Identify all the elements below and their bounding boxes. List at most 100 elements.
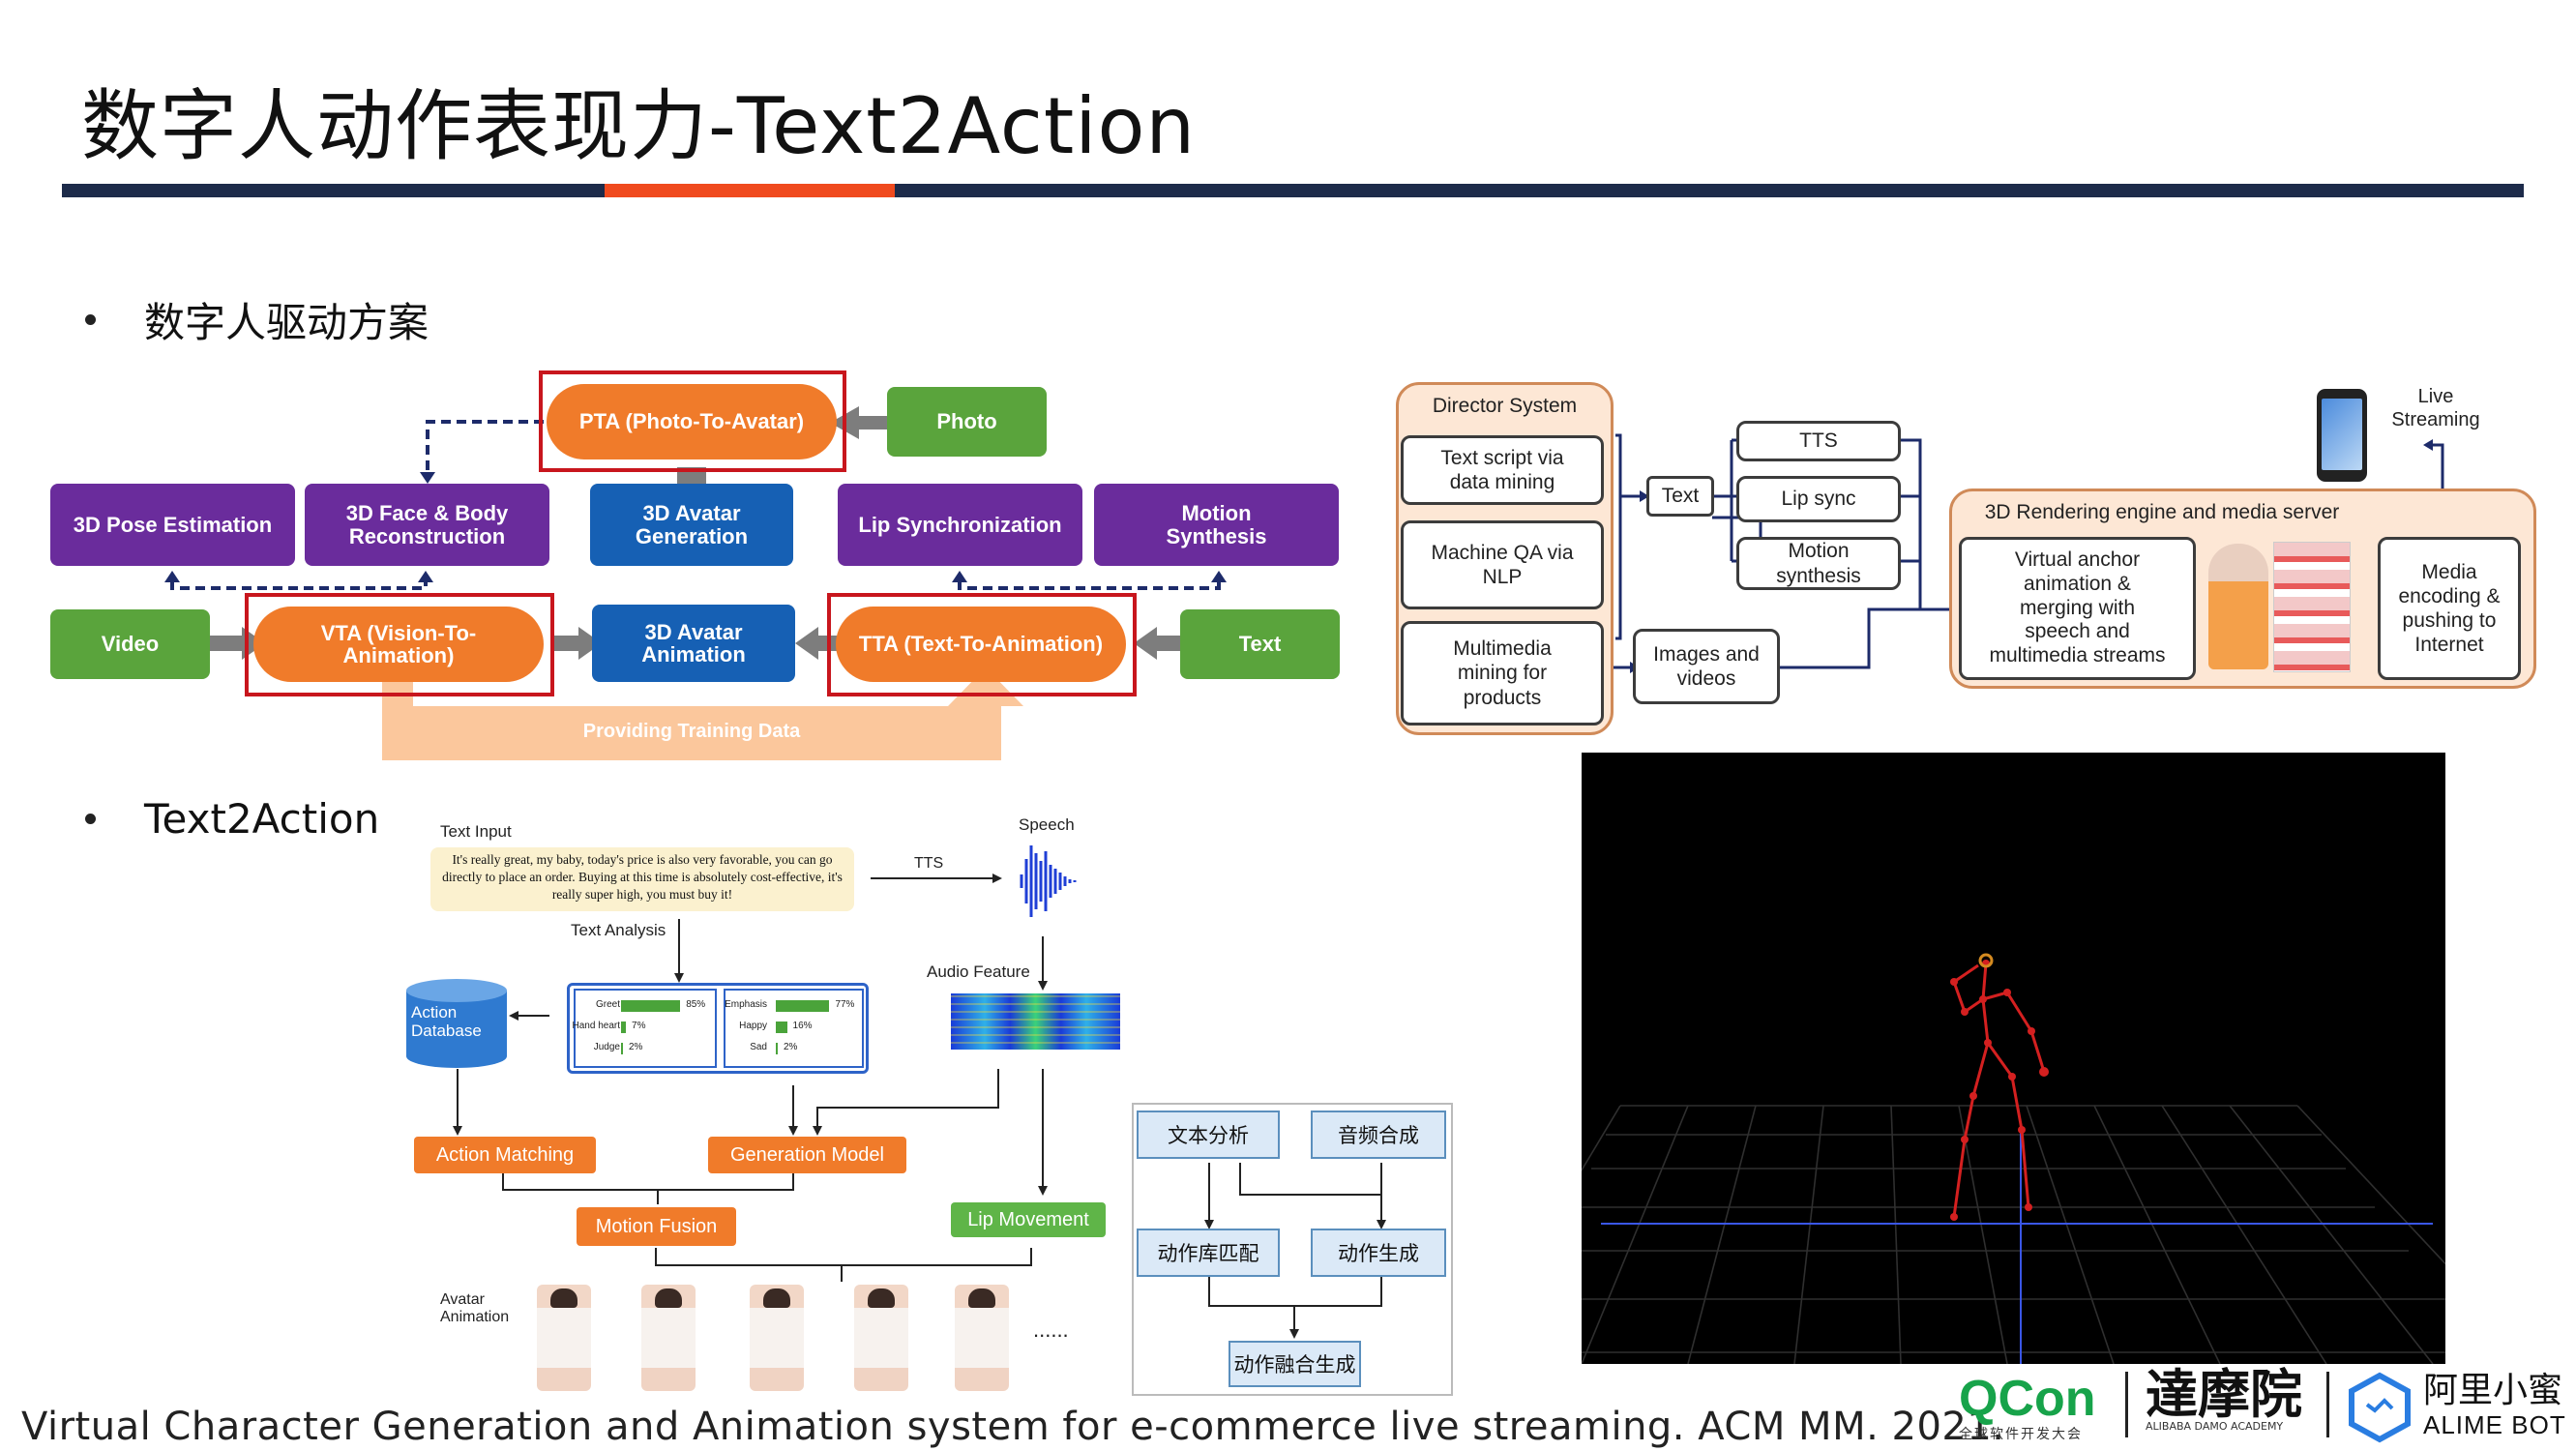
ellipsis: ......	[1033, 1318, 1069, 1342]
cn-action-match: 动作库匹配	[1137, 1229, 1280, 1277]
generation-model-box: Generation Model	[708, 1137, 906, 1173]
dashed-connectors	[164, 420, 1227, 590]
damo-logo-text: 達摩院	[2146, 1363, 2302, 1425]
training-band-left	[382, 677, 413, 716]
avatar-generation-box: 3D Avatar Generation	[590, 484, 793, 566]
video-box: Video	[50, 609, 210, 679]
motion-node: Motion synthesis	[1736, 537, 1901, 590]
probability-label: Emphasis	[725, 999, 767, 1010]
highlight-frame	[245, 593, 554, 696]
motion-synthesis-box: Motion Synthesis	[1094, 484, 1339, 566]
avatar-frame	[641, 1285, 696, 1391]
probability-value: 2%	[784, 1042, 798, 1052]
virtual-anchor-image	[2208, 544, 2268, 669]
phone-icon	[2317, 389, 2367, 482]
bullet-dot	[85, 814, 96, 824]
arrow-head	[1134, 627, 1157, 660]
multimedia-box: Multimedia mining for products	[1401, 621, 1604, 726]
probability-value: 2%	[629, 1042, 643, 1052]
avatar-animation-label: Avatar Animation	[440, 1291, 510, 1326]
probability-value: 16%	[792, 1021, 813, 1031]
citation: Virtual Character Generation and Animati…	[21, 1405, 2005, 1449]
bullet-driving-scheme: 数字人驱动方案	[85, 290, 429, 349]
skeleton-viewport	[1582, 753, 2445, 1364]
avatar-frame	[854, 1285, 908, 1391]
engine-title: 3D Rendering engine and media server	[1984, 501, 2340, 523]
script-box: Text script via data mining	[1401, 435, 1604, 505]
cn-flow-connectors	[1204, 1163, 1386, 1339]
alime-bot-icon	[2349, 1372, 2411, 1443]
director-title: Director System	[1432, 395, 1578, 417]
probability-label: Sad	[750, 1042, 767, 1052]
qcon-logo-text: QCon	[1959, 1371, 2096, 1427]
lip-movement-box: Lip Movement	[951, 1202, 1106, 1237]
probability-bar	[621, 1000, 681, 1012]
face-body-box: 3D Face & Body Reconstruction	[305, 484, 549, 566]
arrow-head	[795, 627, 818, 660]
probability-bar	[776, 1043, 778, 1054]
bullet-text2action: Text2Action	[85, 795, 379, 843]
bullet-text: 数字人驱动方案	[144, 299, 429, 346]
bullet-text: Text2Action	[144, 795, 380, 843]
logo-divider	[2125, 1372, 2128, 1437]
probability-bar	[776, 1000, 830, 1012]
connector	[677, 467, 706, 487]
lipsync-node: Lip sync	[1736, 476, 1901, 522]
connector	[1151, 636, 1180, 651]
photo-box: Photo	[887, 387, 1047, 457]
probability-label: Greet	[595, 999, 620, 1010]
avatar-frame	[537, 1285, 591, 1391]
title-rule	[62, 184, 2524, 197]
connector	[551, 636, 580, 651]
title-rule-accent	[605, 184, 895, 197]
damo-logo: 達摩院 ALIBABA DAMO ACADEMY	[2146, 1368, 2320, 1433]
probability-row: Judge 2%	[576, 1039, 715, 1058]
probability-label: Happy	[739, 1021, 767, 1031]
connector	[208, 636, 247, 651]
logo-divider	[2326, 1372, 2329, 1437]
cn-text-analysis: 文本分析	[1137, 1110, 1280, 1159]
audio-spectrogram	[951, 993, 1120, 1050]
speech-waveform	[1020, 845, 1077, 917]
probability-value: 7%	[632, 1021, 646, 1031]
damo-logo-sub: ALIBABA DAMO ACADEMY	[2146, 1420, 2284, 1433]
qa-box: Machine QA via NLP	[1401, 520, 1604, 609]
qcon-logo: QCon 全球软件开发大会	[1959, 1374, 2114, 1443]
probability-bar	[621, 1043, 623, 1054]
text-analysis-label: Text Analysis	[571, 921, 666, 939]
text-input-label: Text Input	[440, 822, 512, 841]
speech-label: Speech	[1019, 815, 1075, 834]
probability-row: Happy 16%	[725, 1018, 862, 1037]
probability-bar	[621, 1022, 627, 1033]
images-node: Images and videos	[1633, 629, 1780, 704]
probability-label: Judge	[593, 1042, 620, 1052]
pose-estimation-box: 3D Pose Estimation	[50, 484, 295, 566]
training-label: Providing Training Data	[582, 721, 801, 742]
cn-action-gen: 动作生成	[1311, 1229, 1446, 1277]
audio-feature-label: Audio Feature	[927, 962, 1030, 981]
highlight-frame	[827, 593, 1137, 696]
highlight-frame	[539, 370, 846, 472]
vta-box: VTA (Vision-To- Animation)	[253, 607, 544, 682]
action-database-icon	[406, 979, 507, 1068]
training-band	[382, 706, 1001, 760]
alime-logo-text: 阿里小蜜	[2423, 1371, 2563, 1410]
text-box: Text	[1180, 609, 1340, 679]
probability-row: Sad 2%	[725, 1039, 862, 1058]
classification-panel	[567, 983, 869, 1074]
input-text-box: It's really great, my baby, today's pric…	[430, 847, 854, 911]
media-encoding-box: Media encoding & pushing to Internet	[2378, 537, 2521, 680]
bullet-dot	[85, 314, 96, 325]
alime-logo-sub: ALIME BOT	[2423, 1409, 2566, 1439]
action-matching-box: Action Matching	[414, 1137, 596, 1173]
probability-row: Greet 85%	[576, 996, 715, 1016]
tts-label: TTS	[914, 855, 944, 872]
probability-value: 85%	[686, 999, 706, 1010]
live-streaming-label: Live Streaming	[2391, 386, 2480, 430]
text-node: Text	[1646, 476, 1714, 517]
avatar-frame	[750, 1285, 804, 1391]
